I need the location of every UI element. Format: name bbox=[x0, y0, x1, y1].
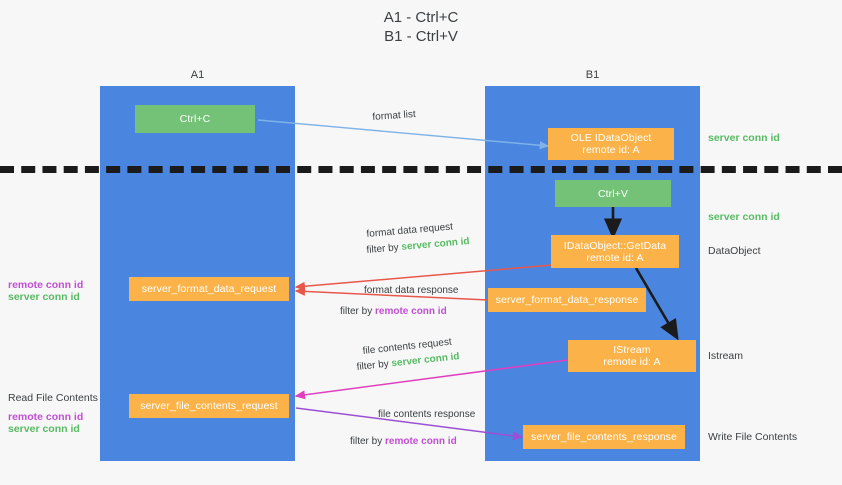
label-write-file-contents: Write File Contents bbox=[708, 431, 798, 443]
filter-prefix: filter by bbox=[340, 306, 376, 317]
lane-a1-title: A1 bbox=[190, 69, 205, 81]
lane-b1-title: B1 bbox=[585, 69, 600, 81]
filter-value-remote-conn-id: remote conn id bbox=[385, 436, 457, 447]
label-left-server-conn-id-1: server conn id bbox=[8, 291, 80, 303]
page-title: A1 - Ctrl+C B1 - Ctrl+V bbox=[383, 9, 459, 45]
box-server-file-contents-request[interactable]: server_file_contents_request bbox=[129, 394, 289, 418]
label-read-file-contents: Read File Contents bbox=[8, 392, 98, 404]
filter-value-remote-conn-id: remote conn id bbox=[375, 306, 447, 317]
label-istream: Istream bbox=[708, 350, 744, 362]
label-left-server-conn-id-2: server conn id bbox=[8, 423, 80, 435]
filter-prefix: filter by bbox=[356, 358, 393, 373]
filter-value-server-conn-id: server conn id bbox=[400, 235, 471, 253]
phase-divider bbox=[0, 166, 842, 173]
edge-label-format-list: format list bbox=[372, 108, 417, 123]
filter-prefix: filter by bbox=[366, 241, 402, 256]
label-left-remote-conn-id-2: remote conn id bbox=[8, 411, 84, 423]
edge-label-format-data-response: format data response bbox=[364, 285, 459, 296]
box-server-file-contents-response[interactable]: server_file_contents_response bbox=[523, 425, 685, 449]
box-server-format-data-response[interactable]: server_format_data_response bbox=[488, 288, 646, 312]
box-ole-idataobject[interactable]: OLE IDataObject remote id: A bbox=[548, 128, 674, 160]
label-server-conn-id-second: server conn id bbox=[708, 211, 780, 223]
box-server-format-data-request[interactable]: server_format_data_request bbox=[129, 277, 289, 301]
label-server-conn-id-top: server conn id bbox=[708, 132, 780, 144]
label-data-object: DataObject bbox=[708, 245, 761, 257]
box-istream[interactable]: IStream remote id: A bbox=[568, 340, 696, 372]
edge-label-file-contents-response-filter: filter by remote conn id bbox=[350, 435, 457, 448]
box-idataobject-getdata[interactable]: IDataObject::GetData remote id: A bbox=[551, 235, 679, 268]
box-ctrl-v[interactable]: Ctrl+V bbox=[555, 180, 671, 207]
label-left-remote-conn-id-1: remote conn id bbox=[8, 279, 84, 291]
filter-prefix: filter by bbox=[350, 436, 386, 447]
edge-label-format-data-response-filter: filter by remote conn id bbox=[340, 305, 447, 318]
edge-label-file-contents-response: file contents response bbox=[378, 409, 476, 420]
box-ctrl-c[interactable]: Ctrl+C bbox=[135, 105, 255, 133]
